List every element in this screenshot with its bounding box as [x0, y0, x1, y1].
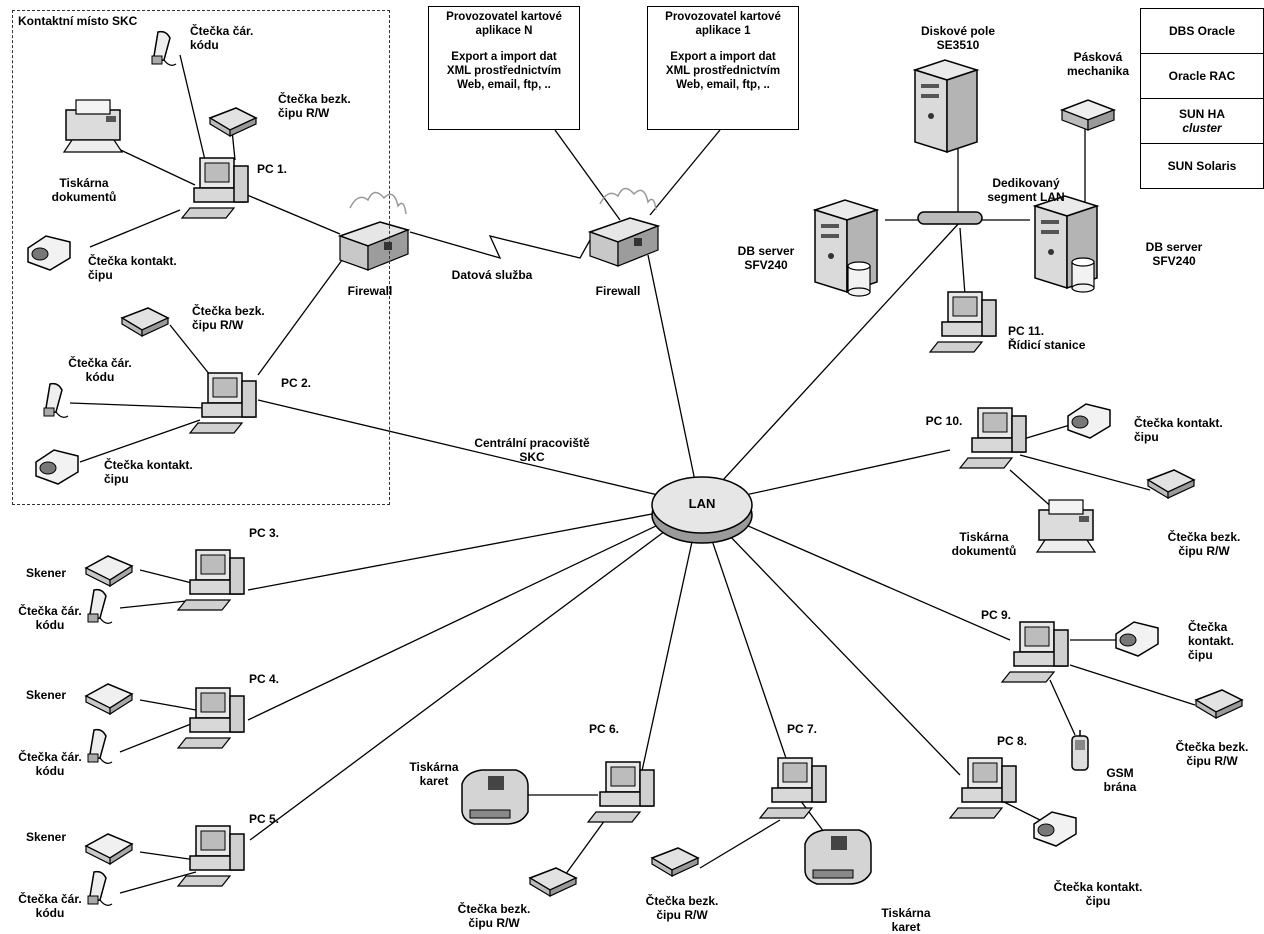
label-firewall-2: Firewall [595, 284, 641, 298]
contactless-reader-icon [529, 867, 577, 897]
label-pc1: PC 1. [256, 162, 288, 176]
pc5-icon [177, 825, 245, 887]
label-lan: LAN [688, 496, 716, 511]
connections [69, 54, 1196, 894]
tape-drive-icon [1061, 99, 1115, 131]
label-bezk-6: Čtečka bezk.čipu R/W [457, 902, 531, 930]
label-pc11: PC 11.Řídicí stanice [1008, 324, 1086, 352]
label-pc6: PC 6. [588, 722, 620, 736]
label-bezk-9: Čtečka bezk.čipu R/W [1175, 740, 1249, 768]
barcode-reader-icon [87, 728, 113, 765]
pc10-icon [959, 407, 1027, 469]
label-pc9: PC 9. [980, 608, 1012, 622]
disk-array-icon [914, 59, 978, 153]
pc7-icon [759, 757, 827, 819]
label-firewall-1: Firewall [347, 284, 393, 298]
legend-sun-solaris: SUN Solaris [1167, 159, 1237, 173]
label-pc7: PC 7. [786, 722, 818, 736]
contactless-reader-icon [1195, 689, 1243, 719]
pc3-icon [177, 549, 245, 611]
label-pc8: PC 8. [996, 734, 1028, 748]
label-skener-4: Skener [25, 688, 67, 702]
gsm-phone-icon [1071, 729, 1089, 771]
label-pc10: PC 10. [925, 414, 963, 428]
label-bezk-1: Čtečka bezk.čipu R/W [278, 92, 351, 120]
label-datova-sluzba: Datová služba [451, 268, 533, 282]
label-barcode-1: Čtečka čár.kódu [190, 24, 254, 52]
scanner-icon [85, 555, 133, 587]
legend-dbs-oracle: DBS Oracle [1141, 9, 1263, 54]
contact-reader-icon [1067, 403, 1111, 439]
label-barcode-3: Čtečka čár.kódu [18, 604, 82, 632]
label-pc2: PC 2. [280, 376, 312, 390]
contactless-reader-icon [651, 847, 699, 877]
label-kontakt-10: Čtečka kontakt.čipu [1134, 416, 1223, 444]
document-printer-icon [1036, 499, 1096, 553]
card-printer-icon [804, 829, 872, 885]
label-pc4: PC 4. [248, 672, 280, 686]
label-pc3: PC 3. [248, 526, 280, 540]
label-barcode-4: Čtečka čár.kódu [18, 750, 82, 778]
pc11-icon [929, 291, 997, 353]
contact-point-region [12, 10, 390, 505]
barcode-reader-icon [87, 588, 113, 625]
technology-legend: DBS Oracle Oracle RAC SUN HA cluster SUN… [1140, 8, 1264, 189]
pc8-icon [949, 757, 1017, 819]
scanner-icon [85, 833, 133, 865]
label-bezk-2: Čtečka bezk.čipu R/W [192, 304, 265, 332]
firewall-icon [589, 187, 659, 267]
disk-icon [1071, 257, 1095, 293]
label-skener-3: Skener [25, 566, 67, 580]
disk-icon [847, 261, 871, 297]
label-pc5: PC 5. [248, 812, 280, 826]
barcode-reader-icon [87, 870, 113, 907]
label-kontakt-8: Čtečka kontakt.čipu [1053, 880, 1143, 908]
label-kontakt-2: Čtečka kontakt.čipu [104, 458, 193, 486]
lan-hub [651, 476, 753, 544]
contact-reader-icon [1033, 811, 1077, 847]
label-kontakt-1: Čtečka kontakt.čipu [88, 254, 177, 282]
label-bezk-10: Čtečka bezk.čipu R/W [1167, 530, 1241, 558]
contact-point-title: Kontaktní místo SKC [18, 14, 138, 28]
legend-oracle-rac: Oracle RAC [1141, 54, 1263, 99]
label-bezk-7: Čtečka bezk.čipu R/W [645, 894, 719, 922]
lan-segment-bar [917, 211, 983, 225]
pc6-icon [587, 761, 655, 823]
pc9-icon [1001, 621, 1069, 683]
contactless-reader-icon [1147, 469, 1195, 499]
contact-reader-icon [1115, 621, 1159, 657]
provider-box-n: Provozovatel kartové aplikace N Export a… [428, 6, 580, 130]
label-skener-5: Skener [25, 830, 67, 844]
provider-box-1: Provozovatel kartové aplikace 1 Export a… [647, 6, 799, 130]
label-barcode-2: Čtečka čár.kódu [68, 356, 132, 384]
scanner-icon [85, 683, 133, 715]
label-barcode-5: Čtečka čár.kódu [18, 892, 82, 920]
pc4-icon [177, 687, 245, 749]
legend-sun-ha: SUN HA cluster [1141, 99, 1263, 144]
card-printer-icon [461, 769, 529, 825]
